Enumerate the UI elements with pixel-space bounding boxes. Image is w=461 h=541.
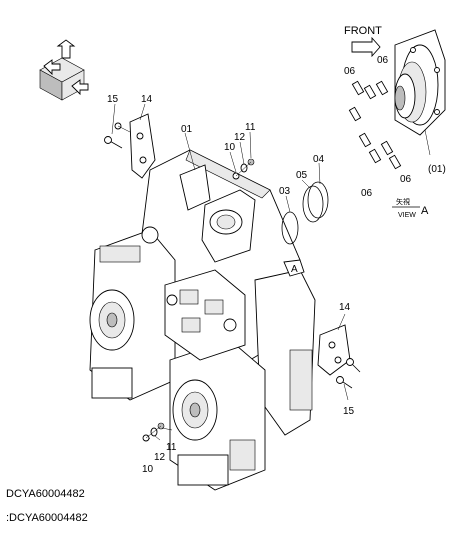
callout-11-bottom: 11 xyxy=(166,442,177,453)
view-arrow-letter: A xyxy=(291,264,298,275)
callout-11-top: 11 xyxy=(245,122,256,133)
callout-06-a: 06 xyxy=(344,66,356,77)
callout-01-detail: (01) xyxy=(428,164,446,175)
detail-bolts xyxy=(348,80,402,170)
callout-12-bottom: 12 xyxy=(154,452,166,463)
orientation-icon xyxy=(39,39,89,101)
fitting-set-bottom xyxy=(142,422,165,442)
callout-04: 04 xyxy=(313,154,325,165)
view-letter: A xyxy=(421,205,429,217)
bolt-top xyxy=(104,122,131,149)
lower-motor xyxy=(169,339,266,491)
callout-05: 05 xyxy=(296,170,308,181)
callout-labels: 01 (01) 03 05 04 06 06 06 06 10 12 11 14… xyxy=(107,55,446,475)
callout-06-b: 06 xyxy=(377,55,389,66)
front-indicator: FRONT xyxy=(344,25,382,58)
callout-15-top: 15 xyxy=(107,94,119,105)
callout-12-top: 12 xyxy=(234,132,246,143)
callout-14-top: 14 xyxy=(141,94,153,105)
callout-10-bottom: 10 xyxy=(142,464,154,475)
callout-06-d: 06 xyxy=(400,174,412,185)
view-a-label: 矢視 VIEW A xyxy=(392,197,429,219)
front-label: FRONT xyxy=(344,25,382,37)
callout-14-bottom: 14 xyxy=(339,302,351,313)
bracket-bottom xyxy=(317,324,351,376)
callout-15-bottom: 15 xyxy=(343,406,355,417)
callout-03: 03 xyxy=(279,186,291,197)
bolt-bottom xyxy=(336,358,361,389)
view-label: VIEW xyxy=(398,212,416,219)
detail-flange-view xyxy=(394,29,446,136)
callout-10-top: 10 xyxy=(224,142,236,153)
figure-caption: :DCYA60004482 xyxy=(6,512,88,524)
valve-block xyxy=(164,269,246,361)
callout-06-c: 06 xyxy=(361,188,373,199)
kanji-label: 矢視 xyxy=(396,197,410,206)
callout-01: 01 xyxy=(181,124,193,135)
bracket-top xyxy=(129,113,156,179)
drawing-code: DCYA60004482 xyxy=(6,488,85,500)
upper-motor xyxy=(89,226,176,401)
view-a-arrow: A xyxy=(283,259,305,277)
leader-lines xyxy=(111,103,431,441)
